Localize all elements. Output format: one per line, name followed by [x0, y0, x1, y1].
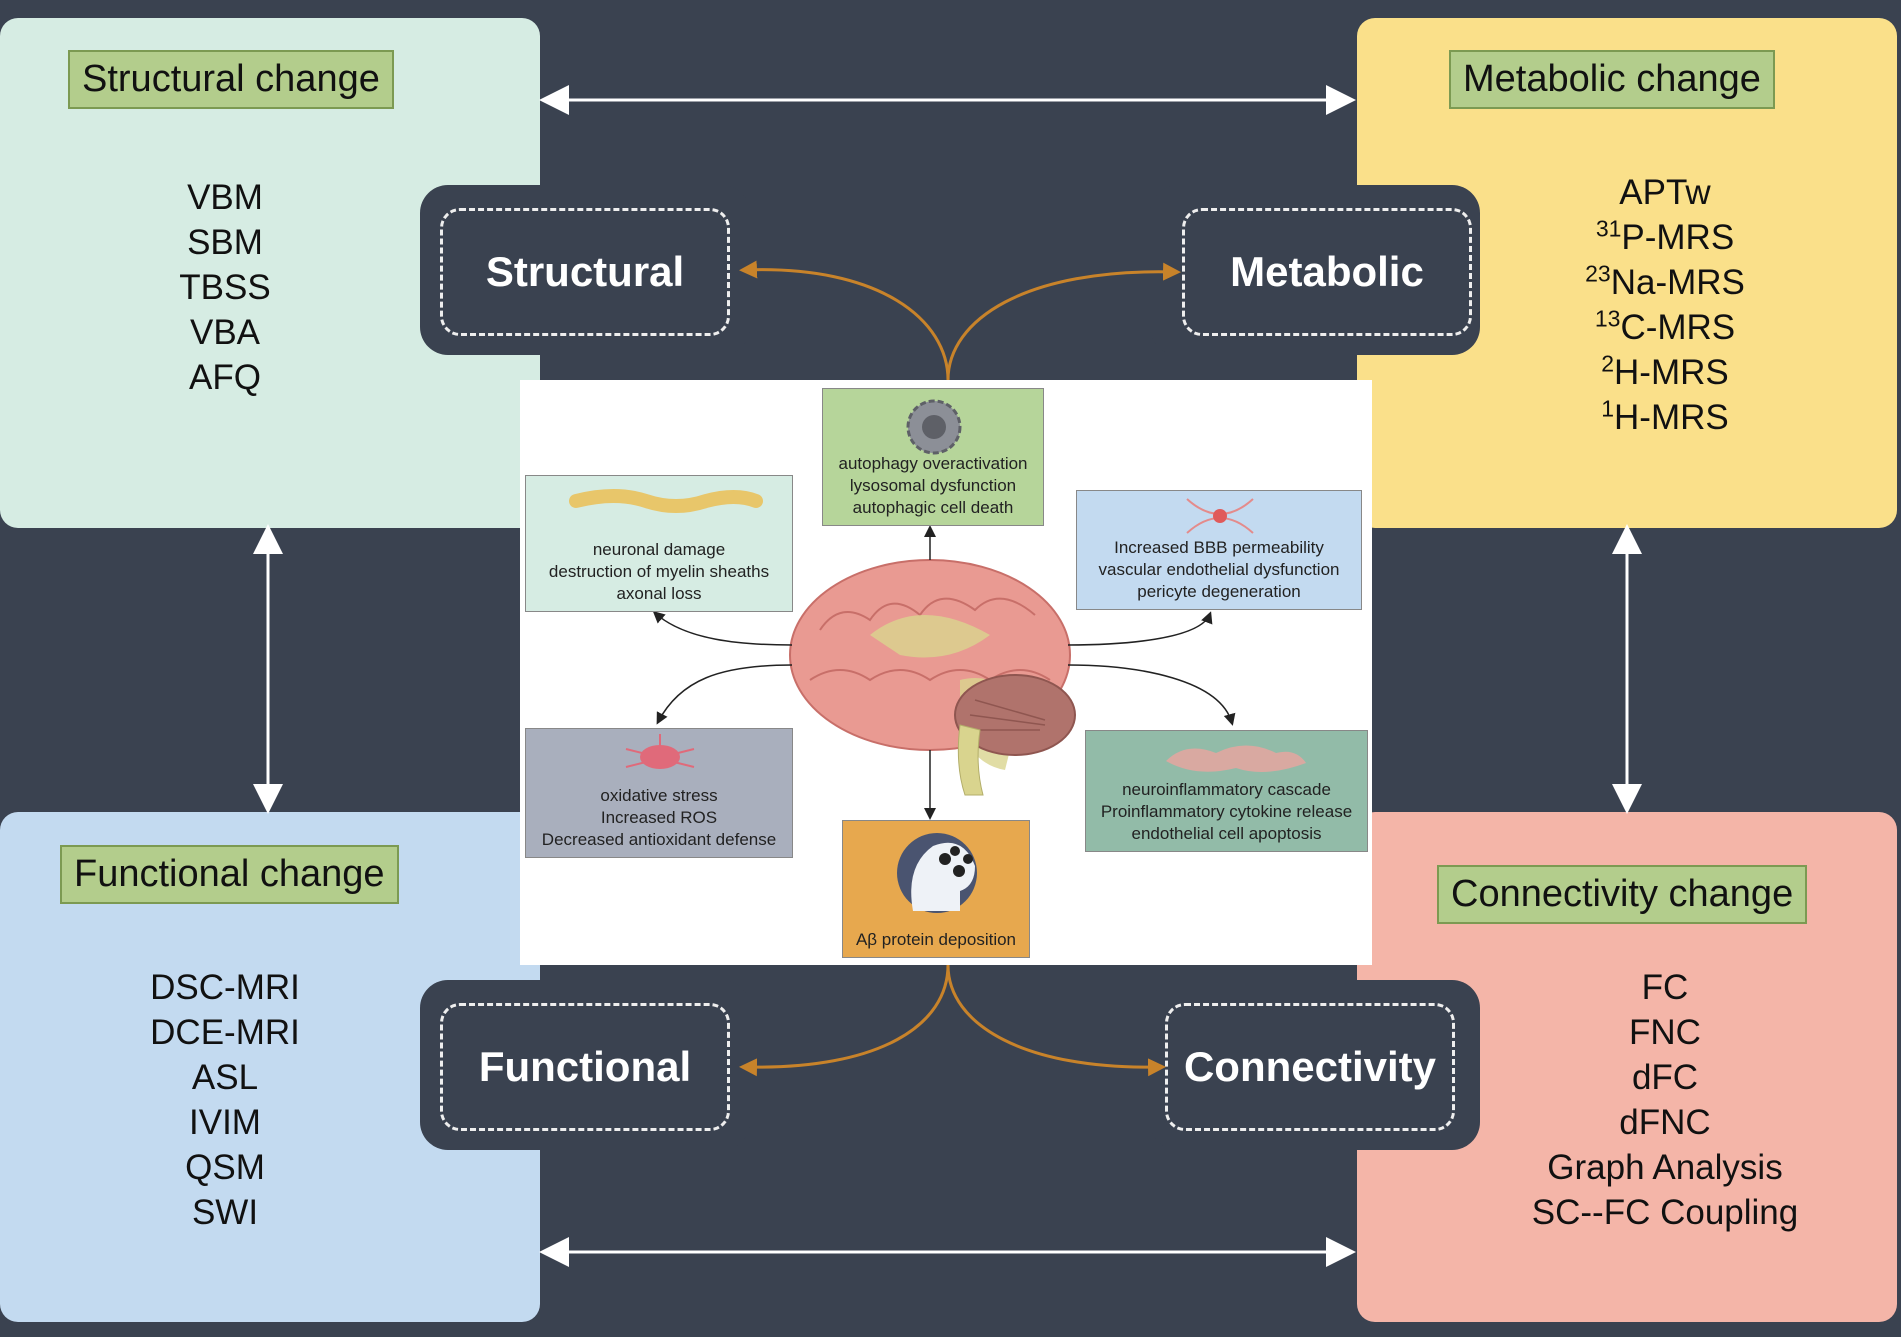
method-item: 23Na-MRS	[1585, 260, 1745, 302]
arrow-to-neuronal	[652, 610, 793, 646]
method-item: Graph Analysis	[1547, 1148, 1783, 1187]
connectivity-label: Connectivity	[1165, 1003, 1455, 1131]
method-item: QSM	[185, 1148, 265, 1187]
inflamed-tissue-icon	[1166, 745, 1306, 772]
autophagy-line: autophagic cell death	[852, 498, 1014, 517]
method-item: dFC	[1631, 1058, 1699, 1097]
mechanism-panel: autophagy overactivation lysosomal dysfu…	[520, 380, 1372, 965]
autophagy-cell-icon	[906, 399, 962, 455]
metabolic-methods-list: APTw 31P-MRS 23Na-MRS 13C-MRS 2H-MRS 1H-…	[1555, 170, 1775, 440]
method-item: DSC-MRI	[150, 968, 300, 1007]
arrow-to-functional	[739, 964, 950, 1077]
arrow-to-metabolic	[946, 262, 1181, 381]
method-item: 13C-MRS	[1594, 305, 1736, 347]
functional-change-title: Functional change	[60, 845, 399, 904]
neuronal-damage-box: neuronal damage destruction of myelin sh…	[525, 475, 793, 612]
oxidative-line: oxidative stress	[600, 786, 718, 805]
method-item: IVIM	[189, 1103, 261, 1142]
head-plaque-icon	[897, 833, 977, 913]
arrow-to-inflammation	[1067, 664, 1236, 726]
method-item: AFQ	[189, 358, 261, 397]
method-item: VBA	[189, 313, 261, 352]
metabolic-change-title: Metabolic change	[1449, 50, 1775, 109]
neuronal-line: neuronal damage	[592, 540, 726, 559]
mechanism-graphics	[652, 525, 1236, 820]
inflammation-line: endothelial cell apoptosis	[1131, 824, 1322, 843]
oxidative-line: Decreased antioxidant defense	[541, 830, 777, 849]
autophagy-box: autophagy overactivation lysosomal dysfu…	[822, 388, 1044, 526]
structural-label: Structural	[440, 208, 730, 336]
bbb-line: pericyte degeneration	[1137, 582, 1301, 601]
structural-change-title: Structural change	[68, 50, 394, 109]
arrow-to-oxidative	[656, 664, 793, 725]
arrow-to-structural	[739, 260, 950, 381]
method-item: 2H-MRS	[1601, 350, 1729, 392]
autophagy-line: lysosomal dysfunction	[849, 476, 1017, 495]
functional-panel	[420, 980, 750, 1150]
metabolic-label: Metabolic	[1182, 208, 1472, 336]
neuroinflammation-box: neuroinflammatory cascade Proinflammator…	[1085, 730, 1368, 852]
oxidative-line: Increased ROS	[600, 808, 718, 827]
neuronal-line: destruction of myelin sheaths	[548, 562, 770, 581]
oxidative-stress-box: oxidative stress Increased ROS Decreased…	[525, 728, 793, 858]
neuronal-line: axonal loss	[616, 584, 702, 603]
neuron-cell-icon	[625, 734, 695, 769]
connectivity-methods-list: FC FNC dFC dFNC Graph Analysis SC--FC Co…	[1500, 965, 1830, 1235]
abeta-box: Aβ protein deposition	[842, 820, 1030, 958]
inflammation-line: neuroinflammatory cascade	[1122, 780, 1331, 799]
arrow-to-connectivity	[946, 964, 1166, 1077]
brain-illustration	[789, 559, 1076, 796]
method-item: VBM	[187, 178, 263, 217]
method-item: TBSS	[179, 268, 271, 307]
myelin-axon-icon	[569, 489, 763, 513]
method-item: SC--FC Coupling	[1531, 1193, 1799, 1232]
functional-methods-list: DSC-MRI DCE-MRI ASL IVIM QSM SWI	[110, 965, 340, 1235]
structural-panel	[420, 185, 750, 355]
metabolic-panel	[1150, 185, 1480, 355]
arrow-to-bbb	[1067, 611, 1213, 646]
method-item: SBM	[187, 223, 263, 262]
blood-vessel-icon	[1186, 498, 1254, 534]
abeta-line: Aβ protein deposition	[855, 930, 1017, 949]
functional-label: Functional	[440, 1003, 730, 1131]
connectivity-panel	[1150, 980, 1480, 1150]
method-item: 1H-MRS	[1601, 395, 1729, 437]
method-item: ASL	[191, 1058, 259, 1097]
bbb-line: Increased BBB permeability	[1114, 538, 1324, 557]
method-item: APTw	[1619, 173, 1711, 212]
bbb-box: Increased BBB permeability vascular endo…	[1076, 490, 1362, 610]
inflammation-line: Proinflammatory cytokine release	[1100, 802, 1353, 821]
method-item: FC	[1641, 968, 1689, 1007]
method-item: dFNC	[1619, 1103, 1711, 1142]
structural-methods-list: VBM SBM TBSS VBA AFQ	[125, 175, 325, 400]
connectivity-change-title: Connectivity change	[1437, 865, 1808, 924]
method-item: SWI	[191, 1193, 259, 1232]
method-item: 31P-MRS	[1595, 215, 1735, 257]
autophagy-line: autophagy overactivation	[838, 454, 1028, 473]
bbb-line: vascular endothelial dysfunction	[1098, 560, 1340, 579]
method-item: DCE-MRI	[150, 1013, 300, 1052]
method-item: FNC	[1629, 1013, 1701, 1052]
